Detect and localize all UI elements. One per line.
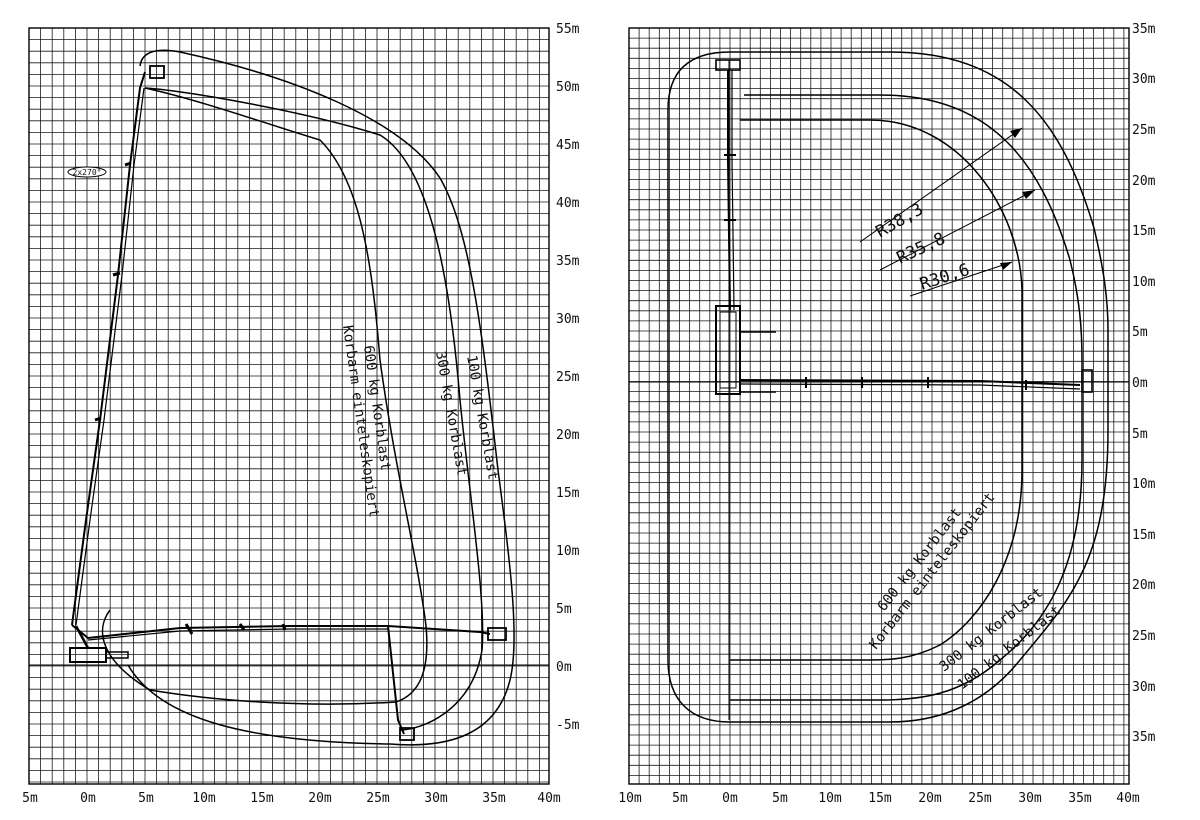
radius-arrows <box>859 127 1036 297</box>
side-label-300kg: 300 kg Korblast <box>432 350 470 477</box>
side-view-panel: 55m 50m 45m 40m 35m 30m 25m 20m 15m 10m … <box>22 22 579 806</box>
top-y-tick: 10m <box>1132 477 1156 492</box>
top-x-tick: 20m <box>918 791 942 806</box>
side-x-tick: 5m <box>22 791 38 806</box>
side-label-100kg: 100 kg Korblast <box>463 354 501 481</box>
top-x-tick: 15m <box>868 791 892 806</box>
top-x-tick: 30m <box>1018 791 1042 806</box>
top-y-tick: 30m <box>1132 72 1156 87</box>
top-y-tick: 25m <box>1132 123 1156 138</box>
top-envelope-300kg <box>730 94 1083 701</box>
side-x-tick: 35m <box>482 791 506 806</box>
side-envelope-300kg <box>144 87 484 731</box>
top-envelope-600kg <box>730 119 1023 661</box>
top-y-tick: 5m <box>1132 427 1148 442</box>
side-basket-top <box>149 65 165 79</box>
top-x-tick: 5m <box>672 791 688 806</box>
top-label-600kg-sub: Korbarm einteleskopiert <box>867 490 999 653</box>
side-view-grid <box>28 27 549 784</box>
side-y-tick: 40m <box>556 196 580 211</box>
top-x-tick: 25m <box>968 791 992 806</box>
top-y-tick: 5m <box>1132 325 1148 340</box>
top-y-tick: 35m <box>1132 22 1156 37</box>
side-x-tick: 5m <box>138 791 154 806</box>
side-y-tick: 0m <box>556 660 572 675</box>
top-x-tick: 5m <box>772 791 788 806</box>
side-y-tick: 5m <box>556 602 572 617</box>
side-boom-horizontal <box>71 623 507 641</box>
top-y-tick: 35m <box>1132 730 1156 745</box>
radius-label-30: R30,6 <box>917 260 972 295</box>
top-x-tick: 0m <box>722 791 738 806</box>
top-y-tick: 20m <box>1132 174 1156 189</box>
side-x-tick: 10m <box>192 791 216 806</box>
top-x-tick: 10m <box>818 791 842 806</box>
side-y-tick: 55m <box>556 22 580 37</box>
top-view-grid <box>628 27 1129 784</box>
side-y-tick: 10m <box>556 544 580 559</box>
top-x-tick: 35m <box>1068 791 1092 806</box>
top-y-tick: 15m <box>1132 528 1156 543</box>
side-boom-down <box>387 625 415 741</box>
top-x-tick: 10m <box>618 791 642 806</box>
top-boom <box>715 59 1093 395</box>
side-y-tick: 50m <box>556 80 580 95</box>
side-y-tick: -5m <box>556 718 580 733</box>
top-x-tick: 40m <box>1116 791 1140 806</box>
side-x-tick: 30m <box>424 791 448 806</box>
side-y-tick: 30m <box>556 312 580 327</box>
side-x-tick: 15m <box>250 791 274 806</box>
side-boom-vertical <box>71 65 165 626</box>
top-basket-east <box>1081 369 1093 393</box>
side-y-tick: 20m <box>556 428 580 443</box>
side-y-tick: 45m <box>556 138 580 153</box>
rotation-badge <box>67 166 107 178</box>
top-y-tick: 15m <box>1132 224 1156 239</box>
side-y-tick: 15m <box>556 486 580 501</box>
side-x-tick: 20m <box>308 791 332 806</box>
radius-label-38: R38,3 <box>873 199 927 242</box>
side-vehicle <box>69 625 129 663</box>
side-basket-bottom <box>399 727 415 741</box>
top-y-tick: 25m <box>1132 629 1156 644</box>
top-vehicle <box>715 305 741 395</box>
side-basket-right <box>487 627 507 641</box>
top-view-frame <box>628 27 1130 785</box>
top-view-panel: R38,3 R35,8 R30,6 35m 30m 25m 20m 15m <box>618 22 1155 806</box>
top-envelope-100kg <box>667 51 1109 723</box>
side-x-tick: 0m <box>80 791 96 806</box>
side-y-tick: 25m <box>556 370 580 385</box>
side-x-tick: 40m <box>537 791 561 806</box>
top-y-tick: 30m <box>1132 680 1156 695</box>
top-y-tick: 20m <box>1132 578 1156 593</box>
rotation-label: 2x270° <box>73 168 102 177</box>
top-y-tick: 0m <box>1132 376 1148 391</box>
side-envelope-600kg <box>101 87 428 705</box>
top-y-tick: 10m <box>1132 275 1156 290</box>
side-y-tick: 35m <box>556 254 580 269</box>
side-envelope-100kg <box>127 49 515 746</box>
side-view-frame <box>28 27 550 785</box>
side-x-tick: 25m <box>366 791 390 806</box>
